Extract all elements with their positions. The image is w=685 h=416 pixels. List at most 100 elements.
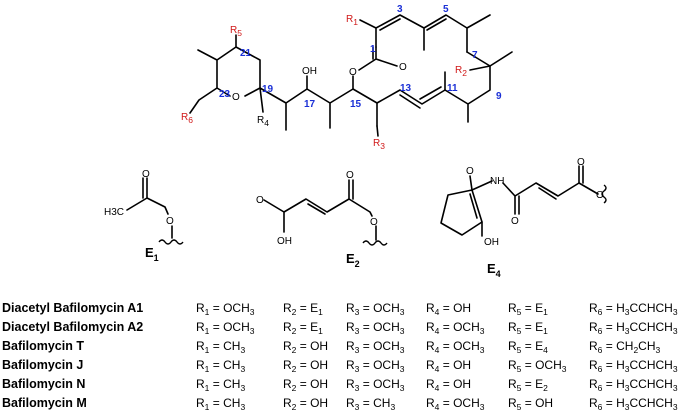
r6-label: R6 — [181, 112, 193, 125]
r-assignment-cell: R6 = CH2CH3 — [589, 339, 661, 355]
e4-carbonyl-oxygen: O — [577, 157, 585, 168]
e4-hydroxyl-label: OH — [484, 237, 499, 248]
r5-label: R5 — [230, 25, 242, 38]
e2-label: E2 — [346, 251, 360, 269]
lactone-bonds — [352, 46, 398, 90]
r-assignment-cell: R4 = OCH3 — [426, 339, 485, 355]
carbon-number-11: 11 — [447, 83, 458, 94]
e2-double-bonds — [307, 179, 354, 215]
r-assignment-cell: R2 = OH — [283, 396, 328, 412]
e4-amide-oxygen: O — [511, 216, 519, 227]
r-assignment-cell: R1 = OCH3 — [196, 320, 255, 336]
e1-methyl-label: H3C — [104, 207, 124, 218]
carbon-number-9: 9 — [496, 91, 502, 102]
carbon-number-5: 5 — [443, 4, 449, 15]
triene-double-1 — [419, 86, 442, 100]
carbon-number-13: 13 — [400, 83, 412, 94]
r3-bond — [376, 125, 379, 137]
r1-bond — [359, 19, 377, 29]
substituent-e2: O OH O O E2 — [256, 170, 388, 269]
side-chain-bonds — [259, 75, 378, 131]
r-assignment-cell: R5 = E2 — [508, 377, 548, 393]
r2-bond — [469, 65, 491, 71]
r-assignment-cell: R4 = OCH3 — [426, 320, 485, 336]
r-assignment-cell: R5 = OCH3 — [508, 358, 567, 374]
r-assignment-cell: R3 = CH3 — [346, 396, 395, 412]
r-assignment-cell: R4 = OCH3 — [426, 396, 485, 412]
carbon-number-1: 1 — [370, 44, 376, 55]
compound-name: Diacetyl Bafilomycin A1 — [2, 301, 143, 315]
compound-table: Diacetyl Bafilomycin A1 R1 = OCH3 R2 = E1 R… — [2, 301, 678, 412]
r2-label: R2 — [455, 65, 467, 78]
carbon-number-15: 15 — [350, 99, 362, 110]
carbon-number-3: 3 — [397, 4, 403, 15]
r-assignment-cell: R3 = OCH3 — [346, 301, 405, 317]
r-assignment-cell: R5 = E1 — [508, 320, 548, 336]
diene-bonds — [375, 14, 491, 53]
r-assignment-cell: R2 = OH — [283, 377, 328, 393]
oh-label: OH — [302, 66, 317, 77]
e4-ring-bonds — [440, 175, 483, 236]
r-assignment-cell: R3 = OCH3 — [346, 320, 405, 336]
carbon-number-19: 19 — [262, 84, 274, 95]
r-assignment-cell: R4 = OH — [426, 377, 471, 393]
r-assignment-cell: R2 = E1 — [283, 301, 323, 317]
lactone-oxygen-label: O — [349, 67, 357, 78]
e1-label: E1 — [145, 245, 159, 263]
r-assignment-cell: R2 = OH — [283, 339, 328, 355]
r-assignment-cell: R3 = OCH3 — [346, 377, 405, 393]
r-assignment-cell: R5 = E1 — [508, 301, 548, 317]
e1-bonds — [126, 177, 173, 239]
r-assignment-cell: R6 = H3CCHCH3 — [589, 377, 678, 393]
substituent-e1: O H3C O E1 — [104, 169, 184, 263]
triene-bonds — [376, 89, 446, 105]
r4-label: R4 — [257, 115, 269, 128]
diene-double-2 — [426, 18, 447, 31]
r-assignment-cell: R1 = CH3 — [196, 377, 245, 393]
r-assignment-cell: R1 = CH3 — [196, 358, 245, 374]
e1-wavy-attachment — [158, 239, 184, 245]
ring-oxygen-label: O — [232, 92, 240, 103]
e4-wavy-attachment — [601, 184, 607, 204]
r-assignment-cell: R2 = OH — [283, 358, 328, 374]
e4-ring-double — [469, 193, 478, 219]
r1-label: R1 — [346, 14, 358, 27]
r-assignment-cell: R6 = H3CCHCH3 — [589, 396, 678, 412]
triene-double-2 — [399, 94, 421, 109]
compound-name: Bafilomycin M — [2, 396, 87, 410]
compound-name: Bafilomycin T — [2, 339, 84, 353]
r-assignment-cell: R1 = CH3 — [196, 396, 245, 412]
compound-name: Bafilomycin N — [2, 377, 85, 391]
carbon-number-17: 17 — [304, 99, 316, 110]
e4-ketone-oxygen: O — [466, 166, 474, 177]
r-assignment-cell: R4 = OH — [426, 301, 471, 317]
r-assignment-cell: R1 = CH3 — [196, 339, 245, 355]
e4-chain-bonds — [471, 180, 599, 237]
r-assignment-cell: R3 = OCH3 — [346, 339, 405, 355]
r-assignment-cell: R4 = OH — [426, 358, 471, 374]
r-assignment-cell: R6 = H3CCHCH3 — [589, 320, 678, 336]
carbon-number-21: 21 — [240, 48, 252, 59]
r-assignment-cell: R5 = OH — [508, 396, 553, 412]
e4-label: E4 — [487, 261, 501, 279]
r-assignment-cell: R5 = E4 — [508, 339, 548, 355]
e2-ester-oxygen: O — [370, 217, 378, 228]
carbonyl-oxygen-label: O — [399, 62, 407, 73]
carbon-number-7: 7 — [472, 50, 478, 61]
e4-nh-label: NH — [490, 176, 504, 187]
substituent-e4: O NH OH O O O E4 — [440, 157, 607, 279]
e1-ester-oxygen: O — [166, 216, 174, 227]
pyran-ring-bonds — [189, 34, 261, 114]
r-assignment-cell: R6 = H3CCHCH3 — [589, 358, 678, 374]
e1-carbonyl-oxygen: O — [142, 169, 150, 180]
r3-label: R3 — [373, 138, 385, 151]
compound-name: Bafilomycin J — [2, 358, 83, 372]
main-structure: OH O O O 1 3 5 7 9 11 13 15 17 19 21 23 … — [181, 4, 513, 151]
e2-left-carbonyl-oxygen: O — [256, 195, 264, 206]
e4-chain-doubles — [518, 165, 584, 215]
r-assignment-cell: R2 = E1 — [283, 320, 323, 336]
e4-ester-oxygen: O — [596, 190, 604, 201]
e2-wavy-attachment — [362, 240, 388, 246]
diene-double-1 — [379, 18, 401, 31]
